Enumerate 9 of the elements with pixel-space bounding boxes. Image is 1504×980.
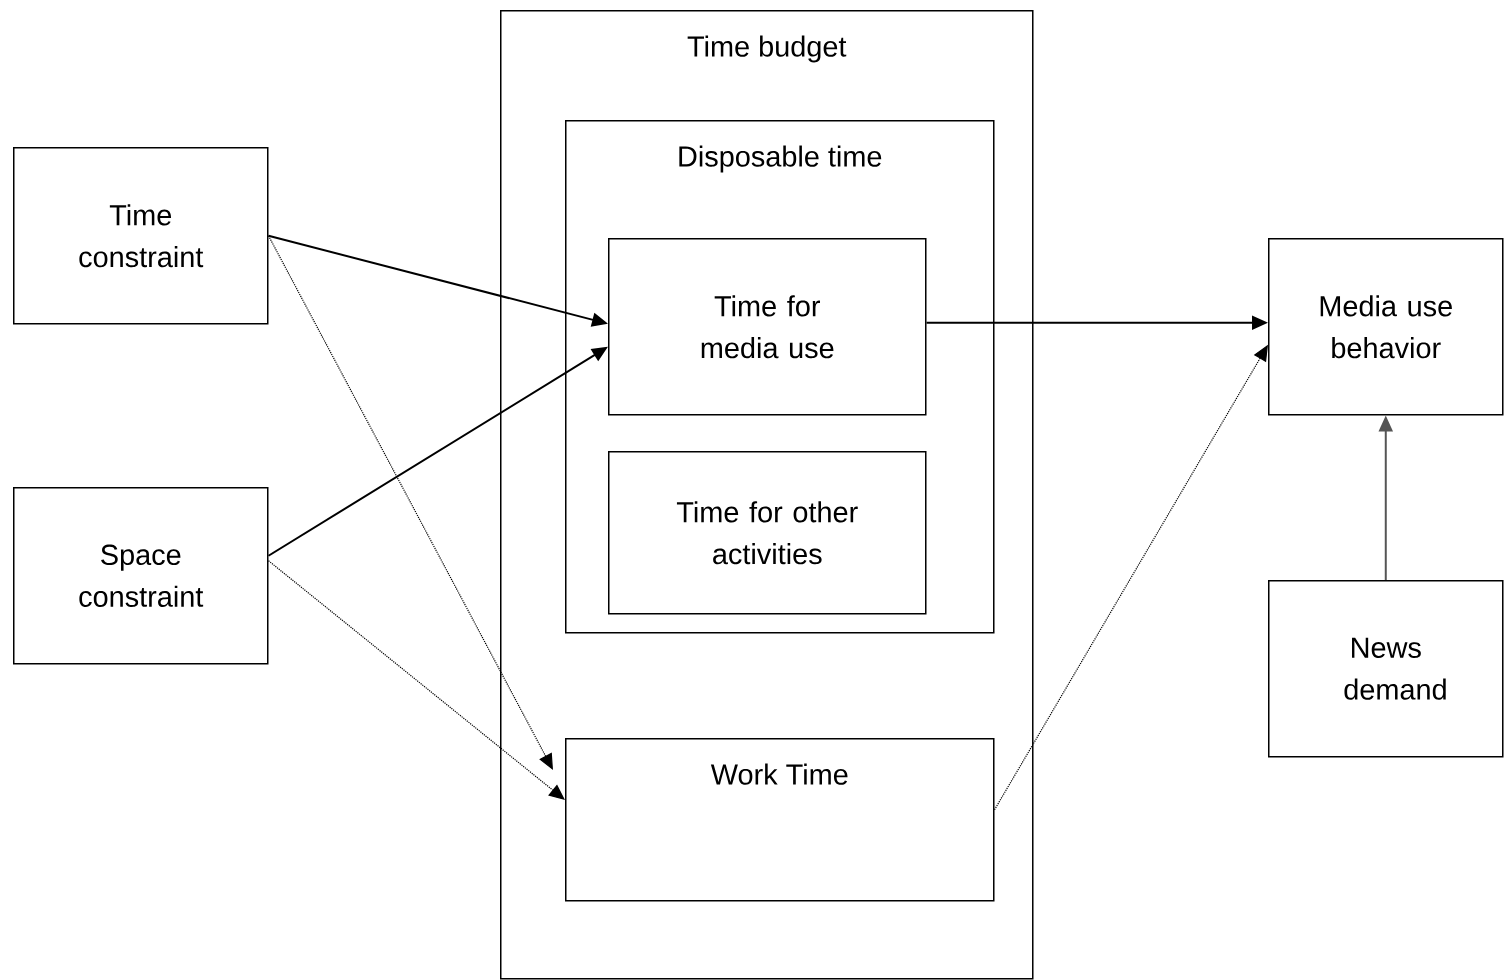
box: Time for media use (608, 238, 927, 416)
box: News demand (1268, 580, 1504, 758)
box: Media use behavior (1268, 238, 1504, 416)
arrow (267, 235, 553, 770)
box: Time for other activities (608, 451, 927, 615)
box: Time constraint (13, 147, 269, 325)
box: Space constraint (13, 487, 269, 665)
box: Work Time (565, 738, 995, 902)
arrow (267, 560, 565, 800)
